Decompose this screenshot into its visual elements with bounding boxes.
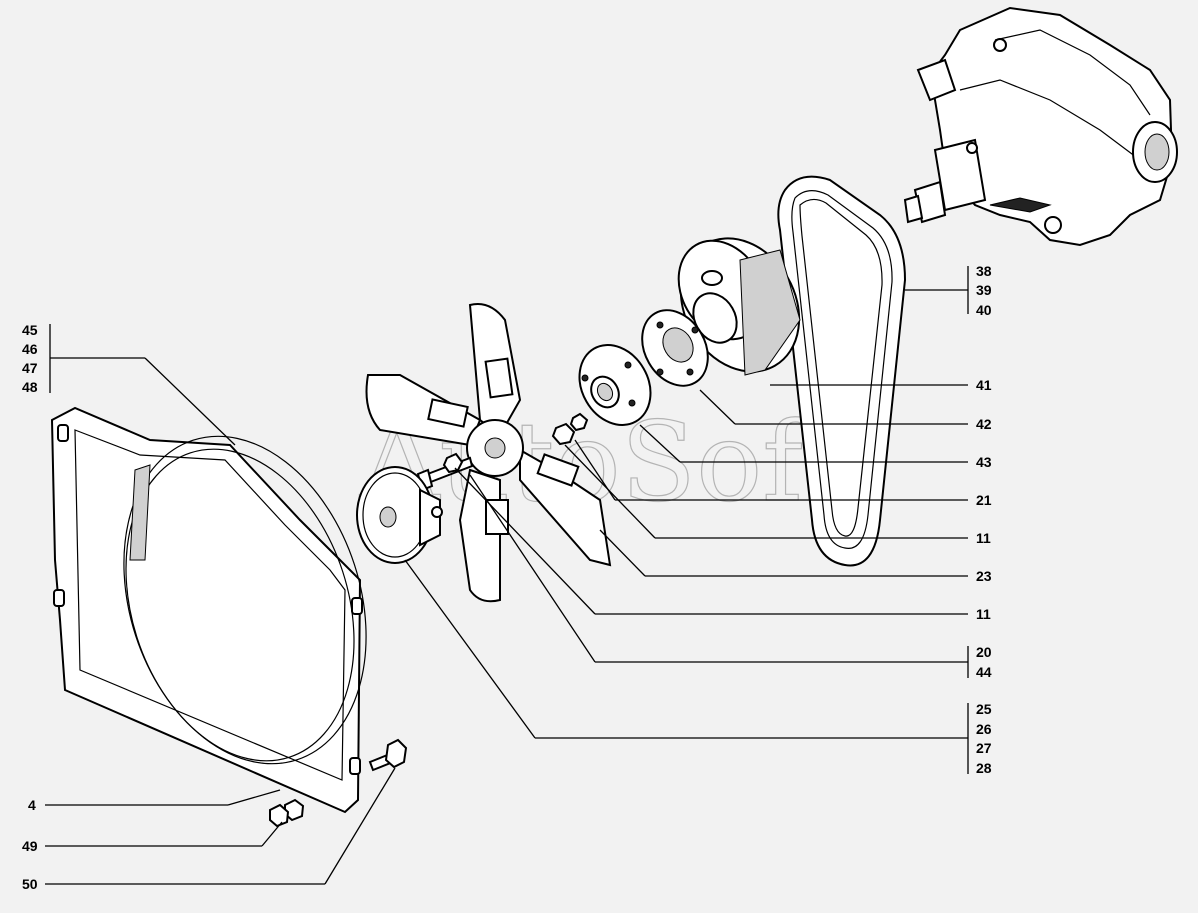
callout-26: 26 [976, 721, 992, 737]
callout-11-upper: 11 [976, 530, 991, 546]
shroud-nut [269, 803, 290, 828]
callout-43: 43 [976, 454, 992, 470]
drive-belt [777, 175, 907, 567]
callout-38: 38 [976, 263, 992, 279]
callout-48: 48 [22, 379, 38, 395]
callout-44: 44 [976, 664, 992, 680]
callout-20: 20 [976, 644, 992, 660]
callout-4: 4 [28, 797, 36, 813]
callout-47: 47 [22, 360, 38, 376]
pulley-hub [641, 309, 709, 387]
callout-40: 40 [976, 302, 992, 318]
callout-45: 45 [22, 322, 38, 338]
callout-46: 46 [22, 341, 38, 357]
nut [551, 422, 576, 446]
callouts-left: 45 46 47 48 4 49 50 [22, 322, 38, 892]
callout-39: 39 [976, 282, 992, 298]
washer [442, 452, 464, 474]
callout-49: 49 [22, 838, 38, 854]
nut [569, 412, 589, 432]
callouts-right: 38 39 40 41 42 43 21 11 23 11 20 44 25 2… [976, 263, 992, 776]
leader-lines [45, 266, 969, 885]
spacer [578, 344, 652, 426]
callout-27: 27 [976, 740, 992, 756]
callout-50: 50 [22, 876, 38, 892]
fan-clutch [356, 466, 443, 564]
callout-11-lower: 11 [976, 606, 991, 622]
callout-28: 28 [976, 760, 992, 776]
cooling-fan [365, 303, 612, 603]
callout-41: 41 [976, 377, 992, 393]
callout-42: 42 [976, 416, 992, 432]
fan-shroud [50, 406, 367, 814]
callout-25: 25 [976, 701, 992, 717]
callout-23: 23 [976, 568, 992, 584]
shroud-bolt-head [384, 738, 408, 769]
water-pump-housing [903, 6, 1178, 247]
callout-21: 21 [976, 492, 992, 508]
